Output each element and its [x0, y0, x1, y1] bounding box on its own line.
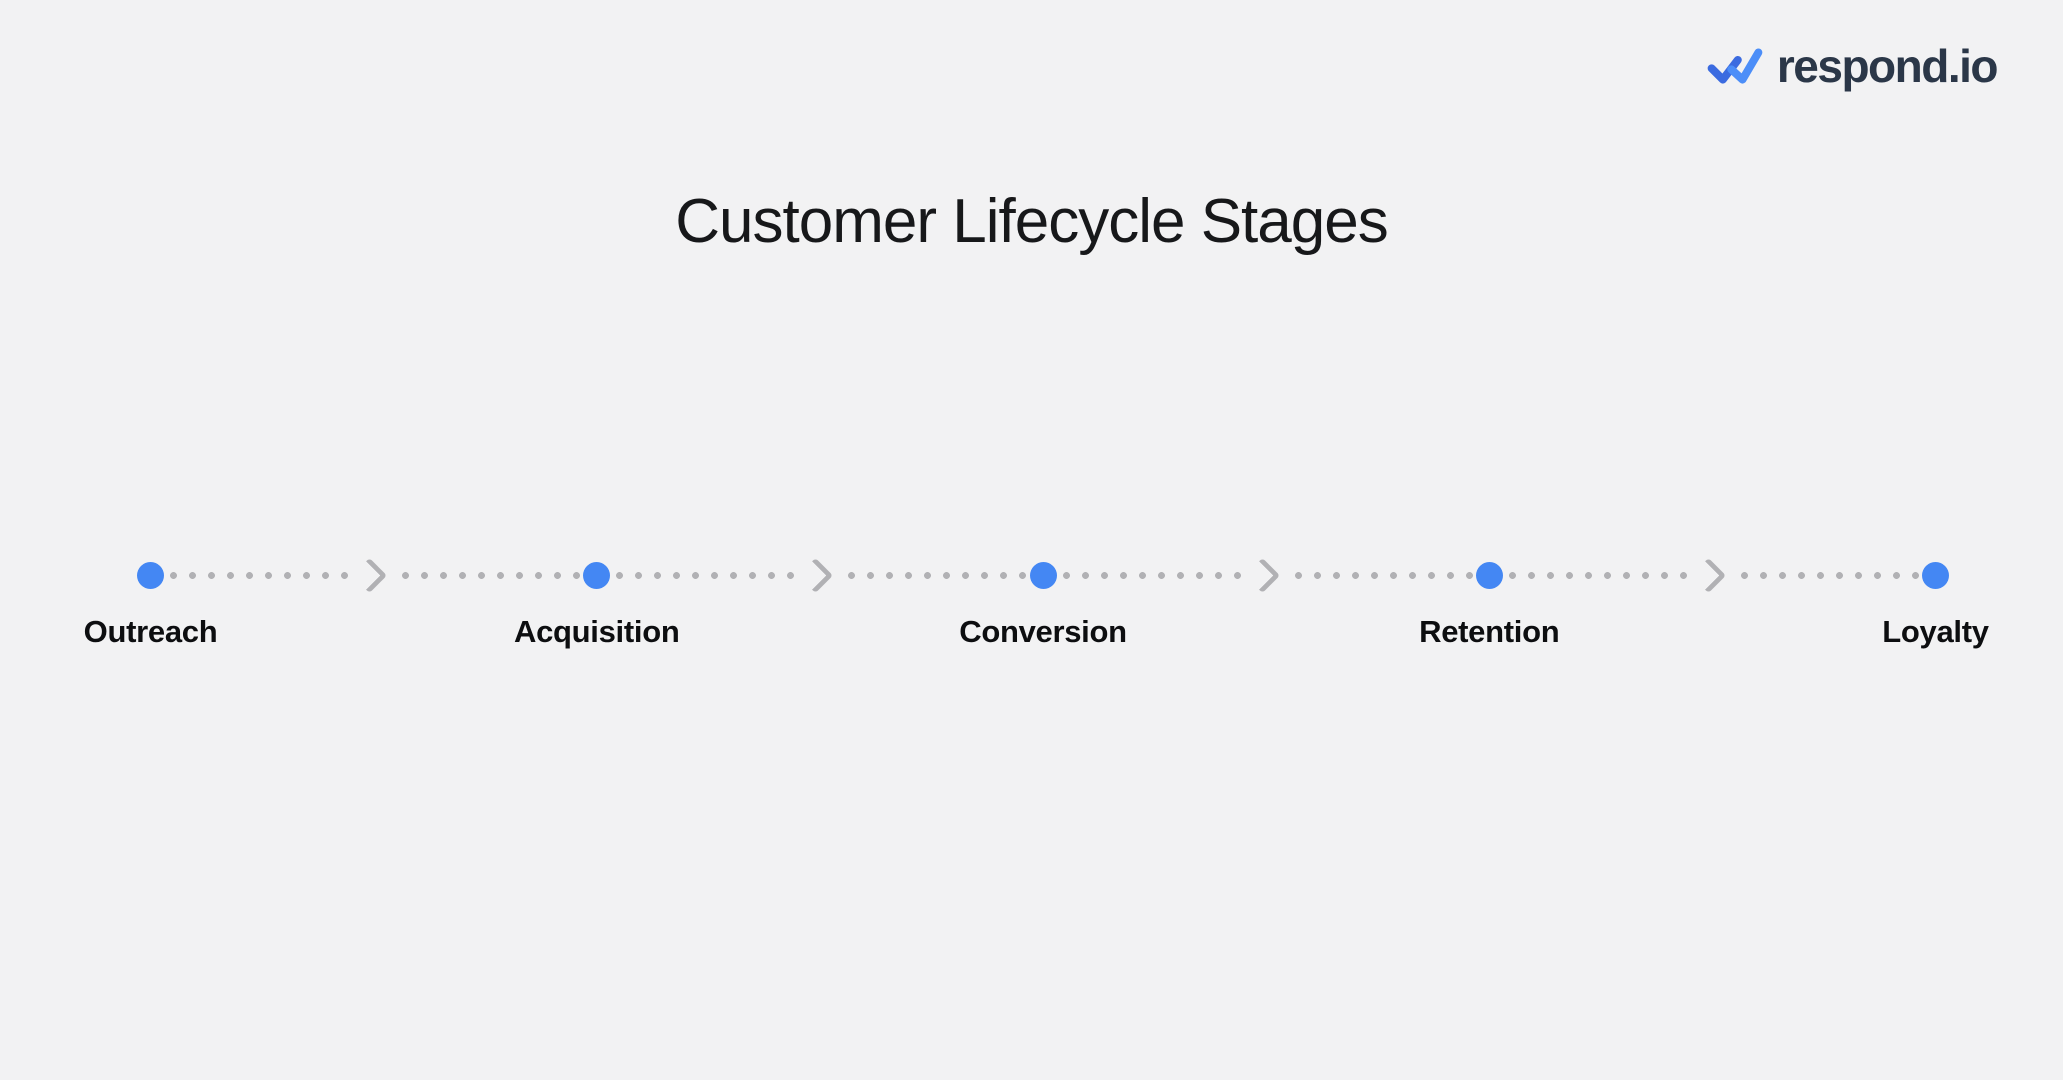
stage-dot: [137, 561, 164, 589]
stage-connector: [164, 557, 584, 593]
brand-logo: respond.io: [1706, 38, 1999, 94]
dotted-line: [610, 571, 798, 579]
stage-label: Outreach: [83, 613, 218, 649]
dotted-line: [1734, 571, 1922, 579]
stage-node-conversion: Conversion: [959, 561, 1127, 649]
page-title: Customer Lifecycle Stages: [675, 187, 1388, 256]
stage-node-acquisition: Acquisition: [514, 561, 680, 649]
stage-node-retention: Retention: [1419, 561, 1560, 649]
chevron-right-icon: [1244, 557, 1280, 593]
dotted-line: [842, 571, 1030, 579]
stage-dot: [583, 561, 611, 589]
brand-name: respond.io: [1776, 40, 1999, 92]
stage-dot: [1475, 561, 1503, 589]
dotted-line: [1288, 571, 1476, 579]
stage-label: Acquisition: [514, 613, 680, 649]
dotted-line: [1502, 571, 1690, 579]
stage-label: Conversion: [959, 613, 1127, 649]
stage-node-loyalty: Loyalty: [1882, 561, 1989, 649]
stage-node-outreach: Outreach: [84, 561, 218, 649]
stage-connector: [610, 557, 1030, 593]
chevron-right-icon: [798, 557, 834, 593]
double-check-icon: [1706, 44, 1764, 89]
stage-dot: [1029, 561, 1057, 589]
stage-dot: [1922, 561, 1949, 589]
stage-connector: [1502, 557, 1922, 593]
dotted-line: [396, 571, 584, 579]
stage-label: Retention: [1419, 613, 1560, 649]
chevron-right-icon: [351, 557, 388, 593]
chevron-right-icon: [1690, 557, 1727, 593]
dotted-line: [1056, 571, 1244, 579]
stage-connector: [1056, 557, 1476, 593]
dotted-line: [164, 571, 352, 579]
stage-label: Loyalty: [1882, 613, 1989, 649]
lifecycle-timeline: Outreach Acquisition Conversion Retention Lo…: [84, 557, 1989, 649]
